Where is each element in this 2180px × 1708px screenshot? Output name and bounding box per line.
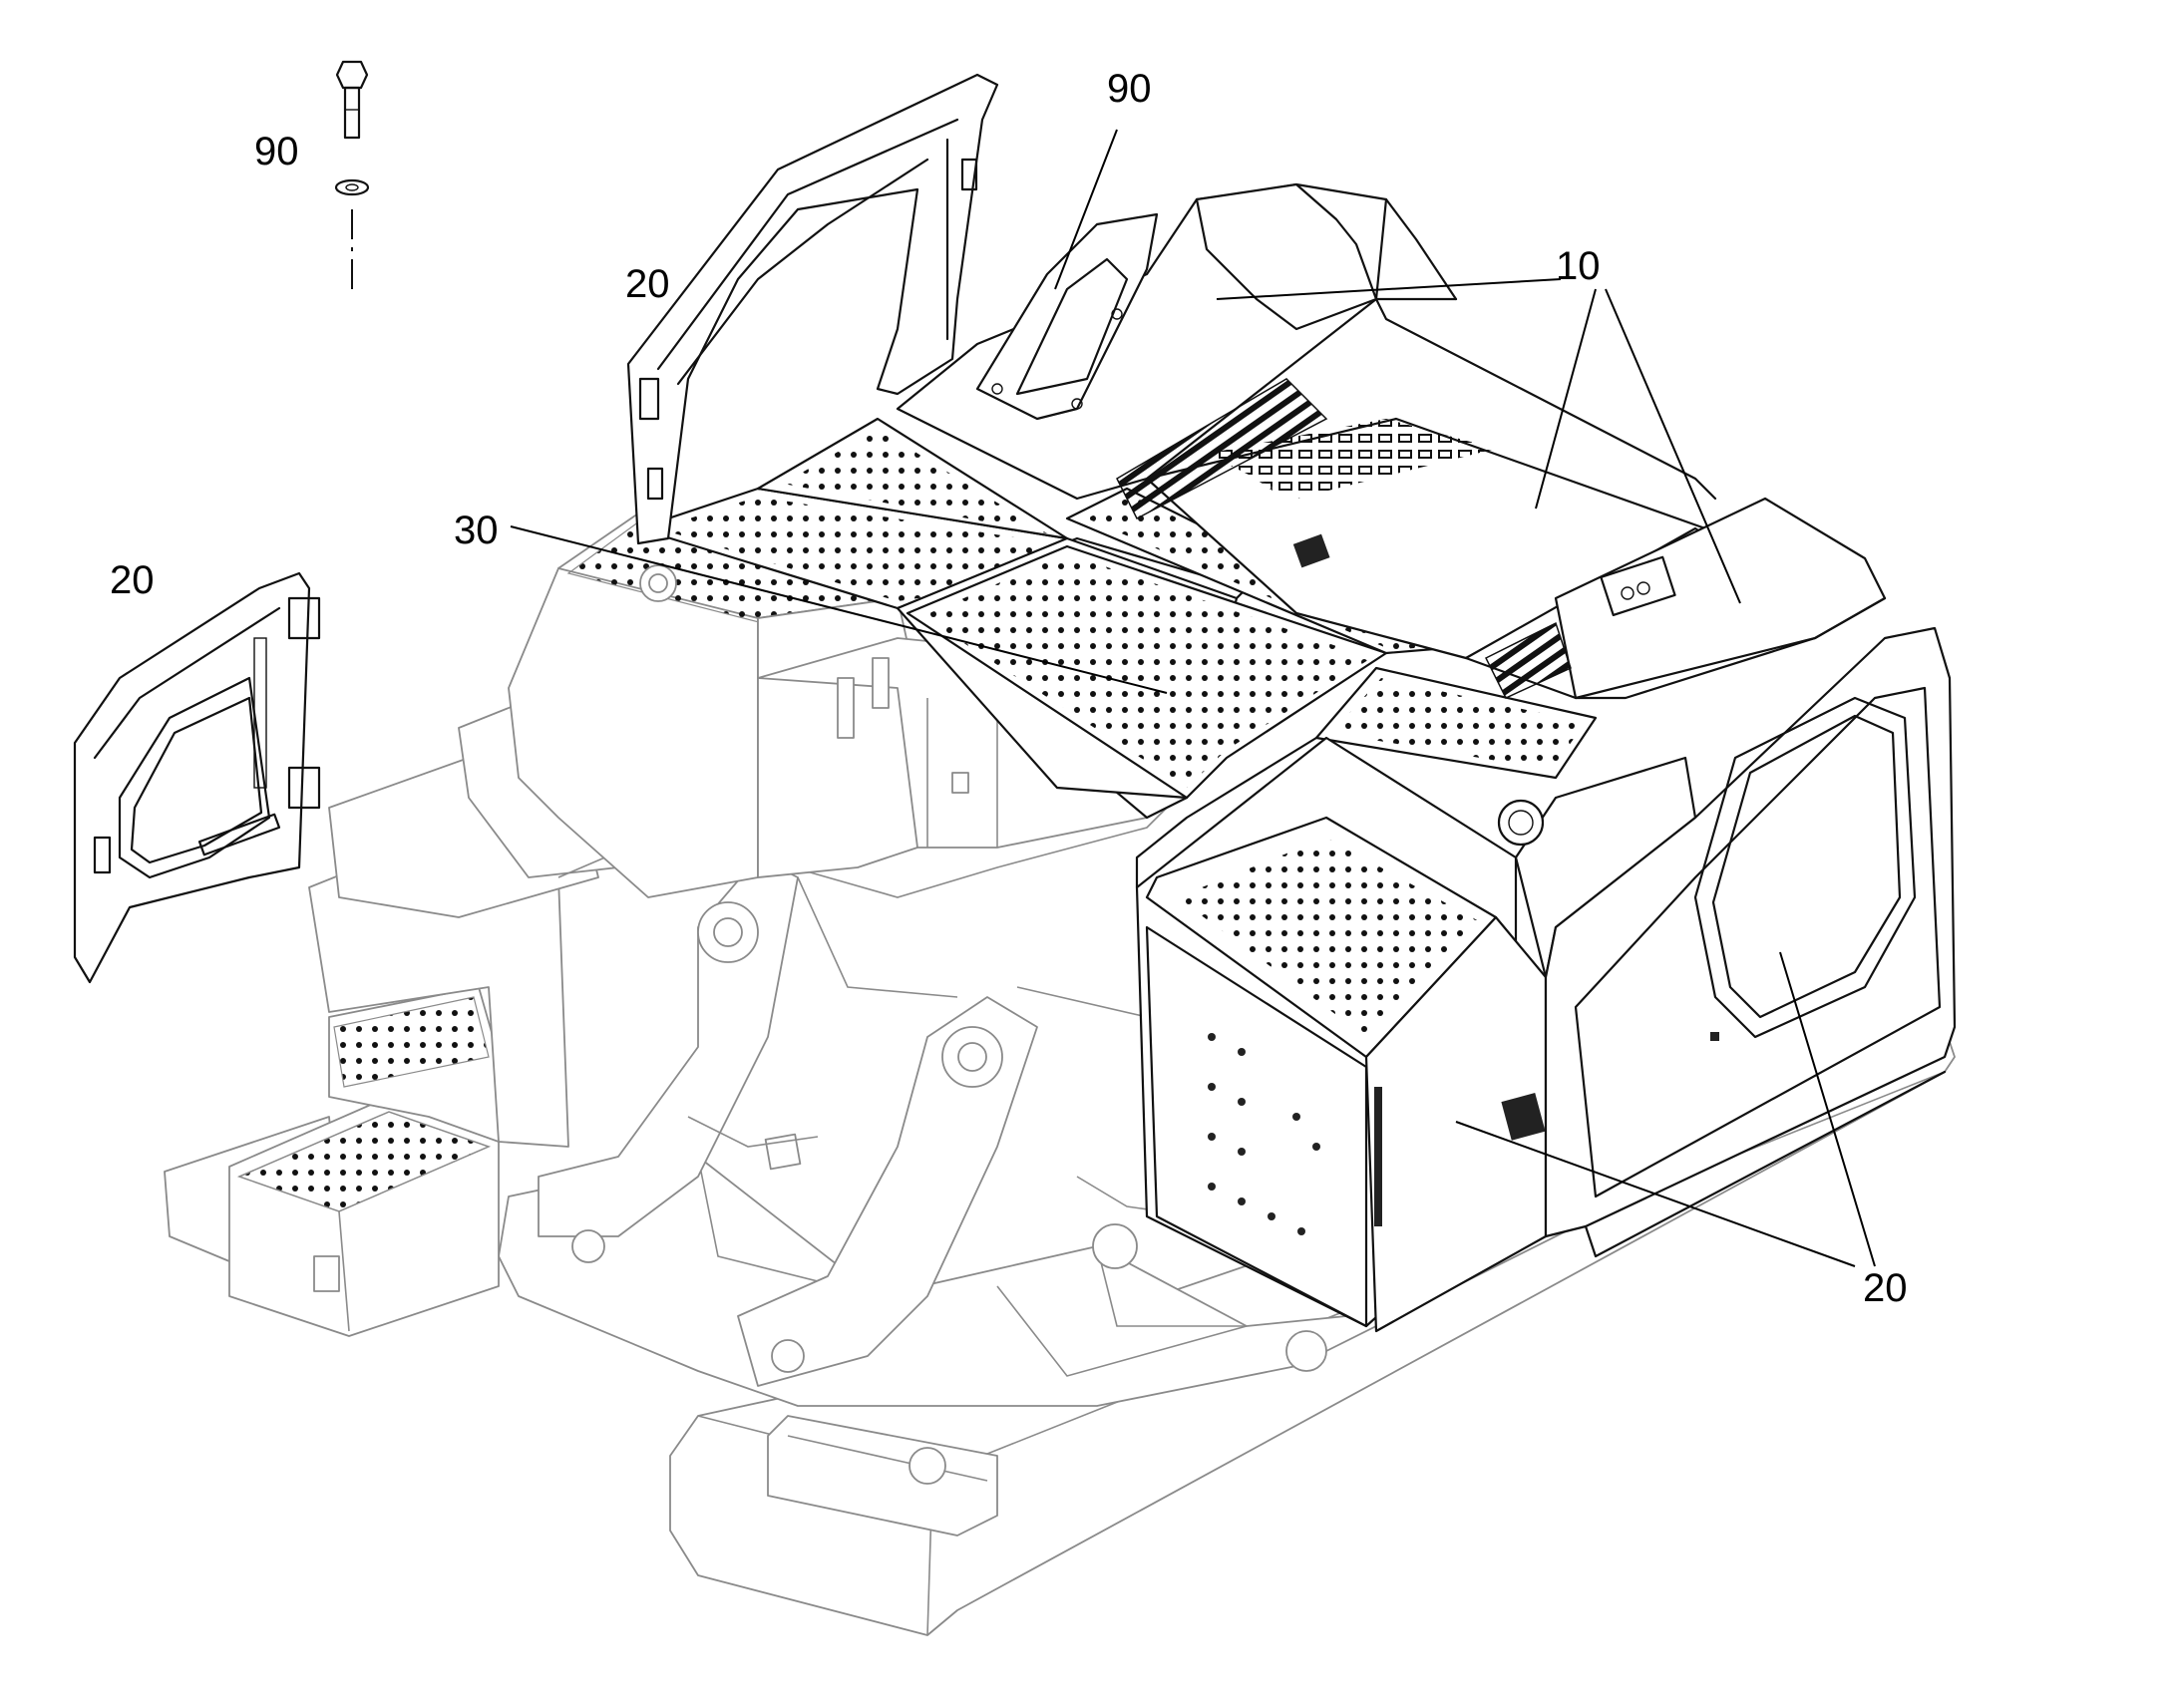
callout-20-side-panel: 20 — [1863, 1266, 1908, 1310]
bolt-and-washer — [334, 60, 370, 289]
side-enclosure — [1135, 736, 1697, 1333]
open-door-upper — [626, 73, 999, 545]
callout-10-cover: 10 — [1556, 244, 1601, 288]
detached-door-left — [73, 571, 321, 984]
callout-90-hood: 90 — [1107, 67, 1152, 111]
bolt-pattern — [1208, 1033, 1320, 1235]
callout-30-plate: 30 — [454, 509, 499, 552]
callouts: 90 20 20 90 10 30 20 — [110, 67, 1908, 1310]
callout-20-left-door: 20 — [110, 558, 155, 602]
leader-lines — [510, 129, 1876, 1267]
callout-20-upper-door: 20 — [625, 262, 670, 306]
right-side-panel — [1544, 626, 1957, 1258]
callout-90-bolt: 90 — [254, 130, 299, 173]
engine-cover — [1145, 417, 1887, 700]
rear-hood — [896, 182, 1717, 520]
